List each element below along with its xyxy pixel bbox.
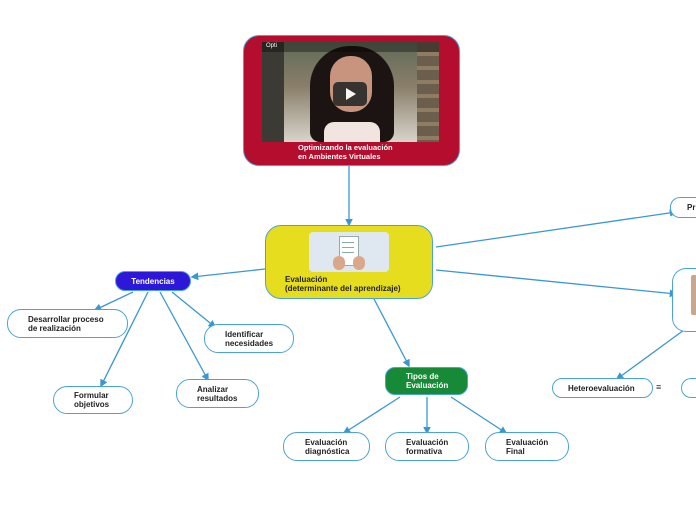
subtopic-final[interactable]: Evaluación Final [485, 432, 569, 461]
subtopic-right-cutoff[interactable] [681, 378, 696, 398]
edge-photo-hetero [615, 329, 685, 380]
edge-tipos-final [450, 396, 508, 434]
video-title-bar: Opti [262, 42, 439, 52]
topic-tendencias-label: Tendencias [131, 276, 175, 286]
edge-tend-analizar [159, 291, 209, 382]
topic-right-image[interactable] [672, 268, 696, 332]
subtopic-label: Evaluación diagnóstica [305, 437, 350, 456]
edge-main-tipos [372, 296, 410, 368]
subtopic-label: Analizar resultados [197, 384, 238, 403]
video-bookshelf [417, 42, 439, 142]
subtopic-heteroevaluacion[interactable]: Heteroevaluación [552, 378, 653, 398]
play-button[interactable] [333, 82, 367, 106]
hand-icon [333, 256, 345, 270]
video-overlay-title: Opti [266, 43, 278, 49]
subtopic-desarrollar[interactable]: Desarrollar proceso de realización [7, 309, 128, 338]
subtopic-label: Desarrollar proceso de realización [28, 314, 104, 333]
subtopic-label: Formular objetivos [74, 391, 110, 409]
subtopic-label: Identificar necesidades [225, 329, 274, 348]
subtopic-formular[interactable]: Formular objetivos [53, 386, 133, 414]
edge-main-photo [435, 269, 678, 298]
video-title: Optimizando la evaluación en Ambientes V… [298, 143, 393, 161]
subtopic-diagnostica[interactable]: Evaluación diagnóstica [283, 432, 370, 461]
topic-tipos-evaluacion[interactable]: Tipos de Evaluación [385, 367, 468, 395]
video-person-shirt [324, 122, 380, 142]
video-wall [262, 42, 284, 142]
central-topic[interactable]: Evaluación (determinante del aprendizaje… [265, 225, 433, 299]
topic-tipos-label: Tipos de Evaluación [406, 372, 449, 390]
evaluation-image [309, 232, 389, 272]
notes-icon[interactable]: ≡ [656, 382, 662, 392]
play-icon [346, 88, 356, 100]
edge-main-pr [435, 209, 678, 248]
subtopic-label: Heteroevaluación [568, 383, 635, 393]
subtopic-label: Evaluación formativa [406, 437, 449, 456]
edge-tend-formular [100, 291, 149, 388]
subtopic-identificar[interactable]: Identificar necesidades [204, 324, 294, 353]
video-node[interactable]: Opti Optimizando la evaluación en Ambien… [243, 35, 460, 166]
central-topic-label: Evaluación (determinante del aprendizaje… [285, 275, 401, 293]
hand-icon [353, 256, 365, 270]
subtopic-label: Evaluación Final [506, 437, 549, 456]
topic-right-top-label: Pr [687, 203, 696, 212]
edge-tend-desarrollar [93, 291, 134, 311]
topic-right-picture [691, 275, 696, 315]
video-thumbnail[interactable]: Opti [262, 42, 439, 142]
topic-tendencias[interactable]: Tendencias [115, 271, 191, 291]
edge-main-tendencias [190, 268, 266, 281]
edge-tipos-diagnostica [342, 396, 401, 434]
edge-tend-identificar [171, 291, 217, 328]
topic-right-top[interactable]: Pr [670, 197, 696, 218]
subtopic-formativa[interactable]: Evaluación formativa [385, 432, 469, 461]
subtopic-analizar[interactable]: Analizar resultados [176, 379, 259, 408]
